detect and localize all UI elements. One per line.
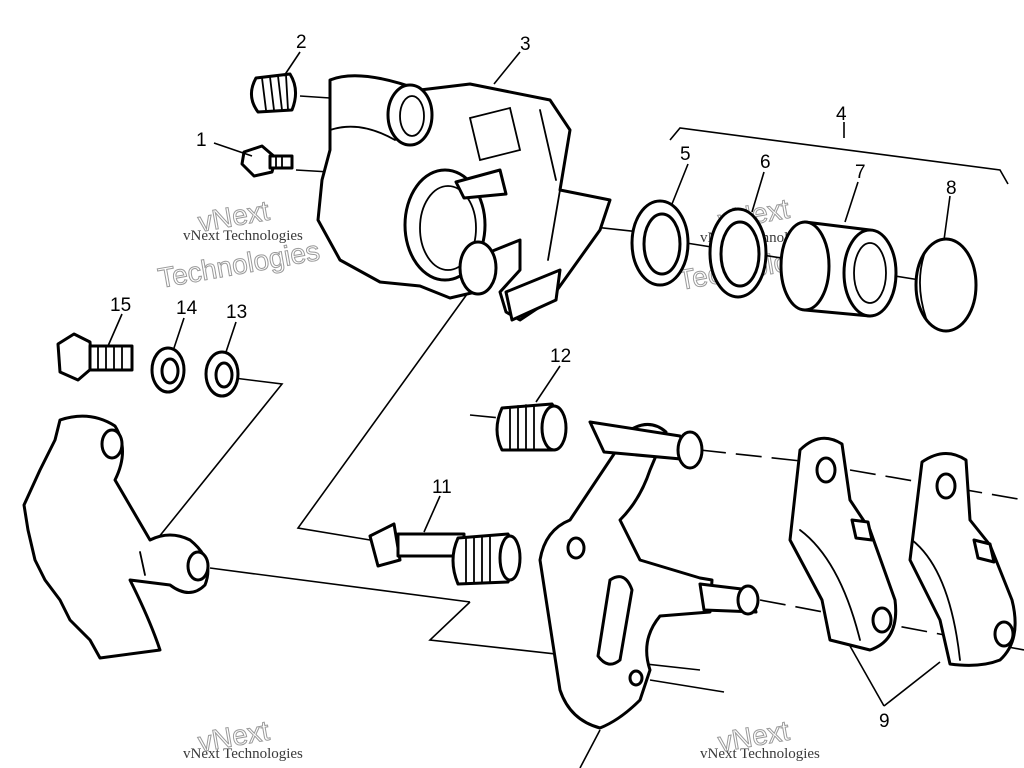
callout-3: 3 [520,34,531,55]
watermark-bottom-left: vNext Technologies vNext [183,714,303,762]
part-3-caliper-body [316,74,612,322]
callout-12: 12 [550,346,571,367]
part-12-sleeved-pin [495,402,568,452]
leader-lines [107,51,951,707]
callout-labels: 1 2 3 4 5 6 7 8 9 11 12 13 14 15 [110,32,957,732]
callout-13: 13 [226,302,247,323]
part-9-brake-pad-inner [788,436,898,652]
part-7-piston [779,220,898,318]
watermark-top-left: vNext Technologies vNext Technologies [155,194,322,294]
callout-15: 15 [110,295,131,316]
watermark-text: vNext Technologies [700,746,820,762]
callout-8: 8 [946,178,957,199]
callout-6: 6 [760,152,771,173]
part-8-piston-cap [914,237,978,333]
callout-14: 14 [176,298,198,319]
part-14-lock-washer [150,346,186,394]
part-9-brake-pad-outer [908,452,1017,667]
callout-9: 9 [879,711,890,732]
callout-7: 7 [855,162,866,183]
callout-5: 5 [680,144,691,165]
watermark-bottom-right: vNext Technologies vNext [700,714,820,762]
part-6-dust-seal [708,207,768,299]
part-5-seal-ring [630,199,690,287]
part-1-bleeder-screw [240,144,294,178]
watermark-text: vNext Technologies [183,228,303,244]
part-2-threaded-pin [250,72,297,114]
part-15-bolt [56,332,134,382]
fork-mount-bracket [22,414,210,660]
callout-4: 4 [836,104,847,125]
bracket-4 [669,127,1009,185]
part-11-slide-pin [368,522,522,586]
part-13-washer [204,350,240,398]
callout-1: 1 [196,130,207,151]
watermark-text: vNext Technologies [183,746,303,762]
callout-2: 2 [296,32,307,53]
caliper-support-bracket [538,420,760,730]
callout-11: 11 [432,477,452,498]
